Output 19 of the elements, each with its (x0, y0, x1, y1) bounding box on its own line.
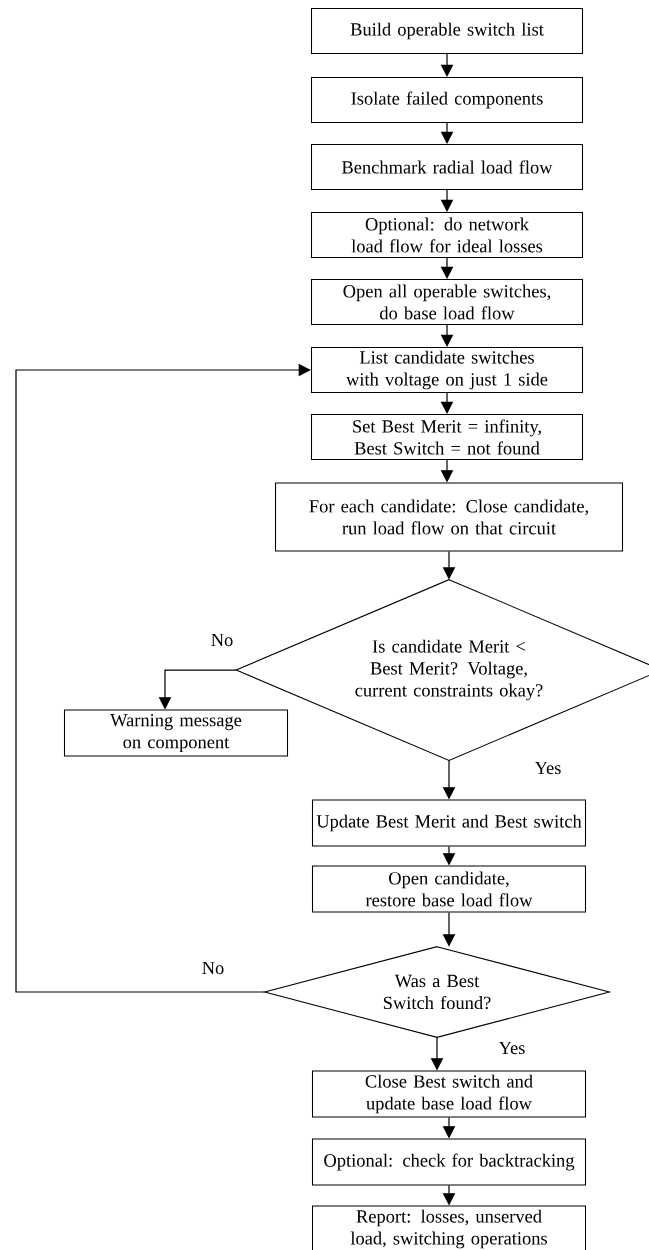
edge-label: Yes (532, 760, 564, 776)
process-box: Update Best Merit and Best switch (311, 799, 587, 847)
process-box: Optional: do network load flow for ideal losses (310, 212, 584, 259)
arrow (15, 363, 311, 993)
process-box: Open all operable switches, do base load flow (310, 278, 584, 326)
process-box: Warning message on component (63, 709, 289, 757)
edge-label: No (208, 632, 236, 648)
edge-label: No (199, 960, 227, 976)
process-box: Optional: check for backtracking (311, 1138, 587, 1186)
process-box: Report: losses, unserved load, switching operations (311, 1205, 587, 1250)
process-box: For each candidate: Close candidate, run load flow on that circuit (274, 482, 624, 552)
process-box: Build operable switch list (310, 7, 584, 55)
process-box: Benchmark radial load flow (310, 144, 584, 191)
edge-label: Yes (496, 1040, 528, 1056)
process-box: Open candidate, restore base load flow (311, 865, 587, 913)
process-box: Close Best switch and update base load flow (311, 1070, 587, 1118)
process-box: List candidate switches with voltage on just 1 side (310, 346, 584, 394)
process-box: Isolate failed components (310, 77, 584, 124)
process-box: Set Best Merit = infinity, Best Switch = not found (310, 414, 584, 461)
